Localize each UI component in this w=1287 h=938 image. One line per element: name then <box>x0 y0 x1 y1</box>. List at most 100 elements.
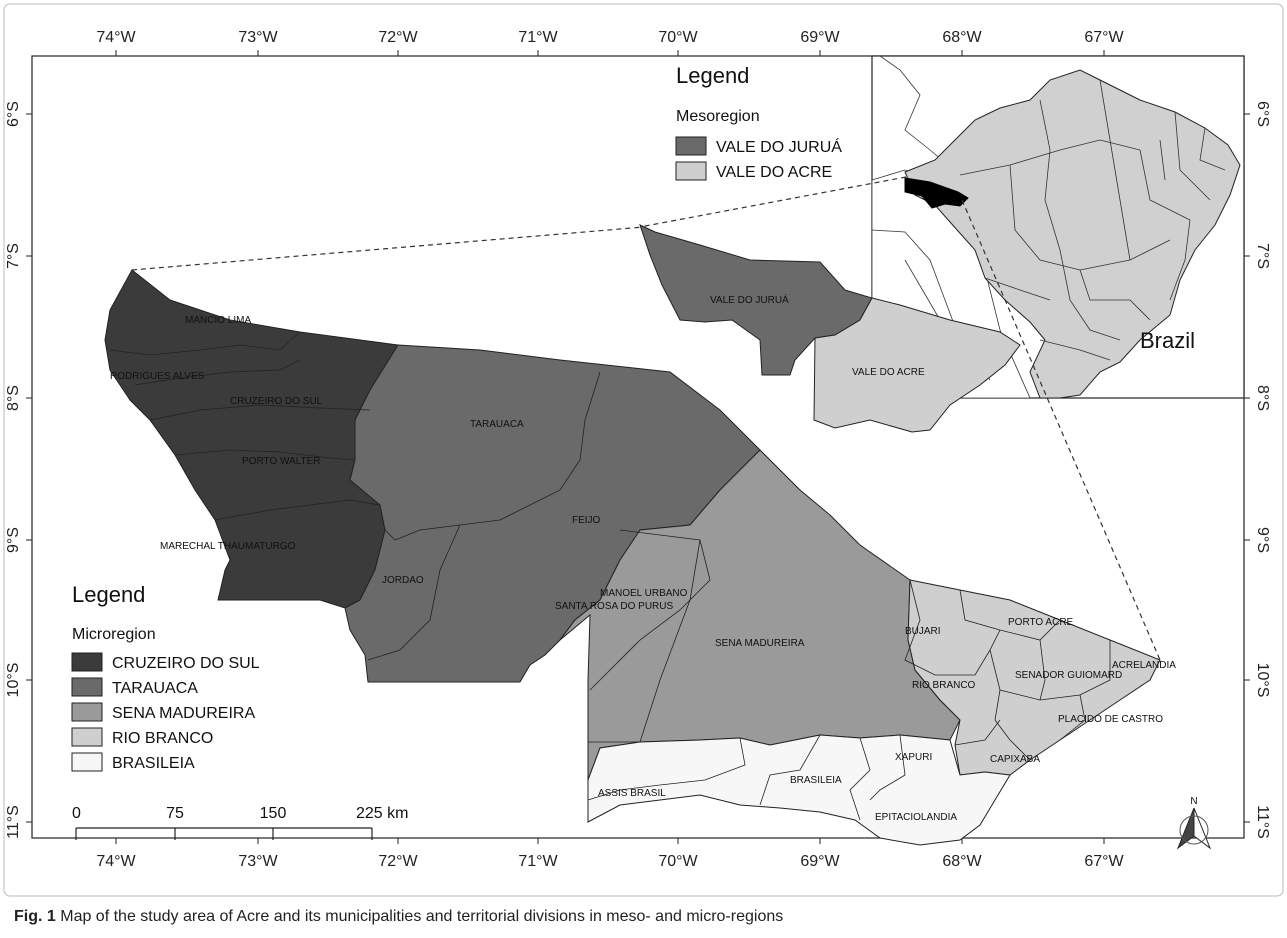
top-lon-label: 72°W <box>378 29 418 46</box>
mun-label: CRUZEIRO DO SUL <box>230 396 323 407</box>
connector-lines <box>131 176 1161 661</box>
mun-label: PORTO WALTER <box>242 456 321 467</box>
microregion-tarauaca <box>344 344 761 683</box>
microregion-brasileia <box>587 734 1011 846</box>
acre-main-map <box>104 269 1161 846</box>
bottom-lon-label: 71°W <box>518 853 558 870</box>
mun-label: FEIJO <box>572 515 601 526</box>
scale-tick-label: 75 <box>166 805 184 822</box>
state-borders <box>959 79 1226 361</box>
left-lat-label: 6°S <box>5 101 22 127</box>
top-lon-label: 71°W <box>518 29 558 46</box>
mun-label: ASSIS BRASIL <box>598 788 666 799</box>
mun-label: CAPIXABA <box>990 754 1040 765</box>
micro-legend-swatch-rio-branco <box>71 727 103 747</box>
microregion-legend: Legend Microregion CRUZEIRO DO SUL TARAU… <box>71 582 260 772</box>
micro-legend-item: BRASILEIA <box>112 755 195 772</box>
mesoregion-legend: Legend Mesoregion VALE DO JURUÁ VALE DO … <box>675 63 842 181</box>
mun-label: MANOEL URBANO <box>600 588 688 599</box>
mun-label: SANTA ROSA DO PURUS <box>555 601 674 612</box>
micro-legend-subtitle: Microregion <box>72 626 156 643</box>
meso-legend-item: VALE DO ACRE <box>716 164 832 181</box>
mun-label: MANCIO LIMA <box>185 315 251 326</box>
micro-legend-item: SENA MADUREIRA <box>112 705 255 722</box>
right-lat-label: 11°S <box>1254 805 1271 839</box>
meso-label-vale-do-acre: VALE DO ACRE <box>852 367 925 378</box>
right-lat-label: 7°S <box>1254 243 1271 269</box>
meso-legend-swatch-jurua <box>675 136 707 156</box>
mesoregion-vale-do-jurua <box>639 224 873 376</box>
scale-tick-label: 150 <box>260 805 287 822</box>
map-figure: 74°W 73°W 72°W 71°W 70°W 69°W 68°W 67°W … <box>3 3 1284 897</box>
right-lat-label: 10°S <box>1254 663 1271 698</box>
inset-neighbour-border <box>879 56 961 176</box>
left-lat-label: 11°S <box>5 805 22 839</box>
figure-border <box>3 3 1284 897</box>
bottom-lon-label: 73°W <box>238 853 278 870</box>
right-lat-label: 8°S <box>1254 385 1271 411</box>
bottom-lon-label: 70°W <box>658 853 698 870</box>
bottom-lon-label: 67°W <box>1084 853 1124 870</box>
meso-legend-title: Legend <box>676 63 749 88</box>
bottom-lon-label: 72°W <box>378 853 418 870</box>
top-lon-label: 68°W <box>942 29 982 46</box>
micro-legend-item: RIO BRANCO <box>112 730 213 747</box>
micro-legend-swatch-cruzeiro <box>71 652 103 672</box>
graticule-ticks <box>26 50 1250 844</box>
mun-label: ACRELANDIA <box>1112 660 1176 671</box>
bottom-lon-label: 69°W <box>800 853 840 870</box>
mun-label: SENA MADUREIRA <box>715 638 805 649</box>
mun-label: RIO BRANCO <box>912 680 976 691</box>
brazil-shape <box>904 69 1241 398</box>
meso-label-vale-do-jurua: VALE DO JURUÁ <box>710 293 789 306</box>
meso-legend-item: VALE DO JURUÁ <box>716 137 842 156</box>
right-lat-label: 6°S <box>1254 101 1271 127</box>
mesoregion-vale-do-acre <box>813 297 1021 433</box>
scale-tick-label: 0 <box>72 805 81 822</box>
mun-label: TARAUACA <box>470 419 524 430</box>
left-lat-label: 9°S <box>5 527 22 553</box>
left-lat-label: 10°S <box>5 663 22 698</box>
top-lon-label: 73°W <box>238 29 278 46</box>
mun-label: JORDAO <box>382 575 424 586</box>
micro-legend-title: Legend <box>72 582 145 607</box>
mesoregion-map: VALE DO JURUÁ VALE DO ACRE <box>639 224 1021 433</box>
acre-highlight <box>904 177 969 209</box>
north-arrow-icon: N <box>1176 796 1212 850</box>
bottom-longitude-labels: 74°W 73°W 72°W 71°W 70°W 69°W 68°W 67°W <box>96 853 1124 870</box>
scale-tick-label: 225 km <box>356 805 408 822</box>
left-latitude-labels: 6°S 7°S 8°S 9°S 10°S 11°S <box>5 101 22 839</box>
micro-legend-item: TARAUACA <box>112 680 198 697</box>
municipality-labels: MANCIO LIMA RODRIGUES ALVES CRUZEIRO DO … <box>110 315 1176 823</box>
meso-legend-subtitle: Mesoregion <box>676 108 760 125</box>
bottom-lon-label: 68°W <box>942 853 982 870</box>
figure-caption: Fig. 1 Map of the study area of Acre and… <box>14 908 1274 926</box>
right-latitude-labels: 6°S 7°S 8°S 9°S 10°S 11°S <box>1254 101 1271 839</box>
right-lat-label: 9°S <box>1254 527 1271 553</box>
left-lat-label: 7°S <box>5 243 22 269</box>
meso-legend-swatch-acre <box>675 161 707 181</box>
micro-legend-swatch-tarauaca <box>71 677 103 697</box>
mun-label: PLACIDO DE CASTRO <box>1058 714 1163 725</box>
mun-label: SENADOR GUIOMARD <box>1015 670 1122 681</box>
mun-label: MARECHAL THAUMATURGO <box>160 541 296 552</box>
micro-legend-item: CRUZEIRO DO SUL <box>112 655 260 672</box>
mun-label: PORTO ACRE <box>1008 617 1074 628</box>
caption-label: Fig. 1 <box>14 908 56 925</box>
mun-label: BRASILEIA <box>790 775 842 786</box>
top-lon-label: 74°W <box>96 29 136 46</box>
inset-label-brazil: Brazil <box>1140 328 1195 353</box>
north-label: N <box>1190 796 1197 807</box>
scale-bar: 0 75 150 225 km <box>72 805 408 840</box>
micro-legend-swatch-sena <box>71 702 103 722</box>
top-longitude-labels: 74°W 73°W 72°W 71°W 70°W 69°W 68°W 67°W <box>96 29 1124 46</box>
micro-legend-swatch-brasileia <box>71 752 103 772</box>
mun-label: XAPURI <box>895 752 932 763</box>
caption-text: Map of the study area of Acre and its mu… <box>60 908 784 925</box>
microregion-rio-branco <box>907 579 1161 776</box>
top-lon-label: 69°W <box>800 29 840 46</box>
left-lat-label: 8°S <box>5 385 22 411</box>
top-lon-label: 67°W <box>1084 29 1124 46</box>
municipality-borders <box>109 331 1111 821</box>
